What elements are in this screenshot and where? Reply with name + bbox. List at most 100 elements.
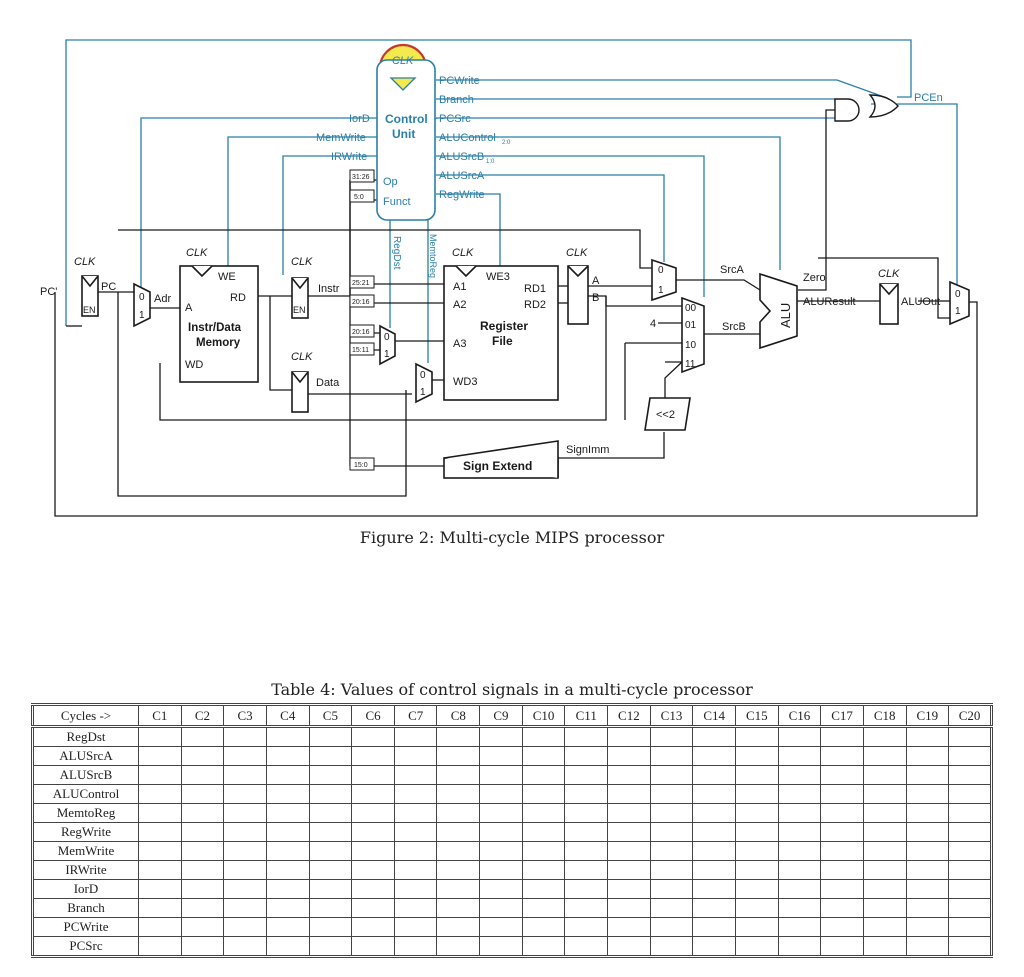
table-cell[interactable] (223, 765, 267, 785)
table-cell[interactable] (521, 879, 566, 899)
table-cell[interactable] (479, 822, 523, 842)
table-cell[interactable] (521, 765, 566, 785)
table-cell[interactable] (223, 898, 267, 918)
table-cell[interactable] (436, 898, 481, 918)
table-cell[interactable] (351, 879, 395, 899)
table-cell[interactable] (862, 936, 907, 958)
table-cell[interactable] (351, 917, 395, 937)
table-cell[interactable] (564, 879, 609, 899)
table-cell[interactable] (138, 860, 182, 880)
table-cell[interactable] (820, 765, 864, 785)
table-cell[interactable] (692, 917, 736, 937)
table-cell[interactable] (777, 765, 822, 785)
table-cell[interactable] (138, 898, 182, 918)
table-cell[interactable] (649, 841, 694, 861)
table-cell[interactable] (607, 822, 651, 842)
table-cell[interactable] (607, 860, 651, 880)
table-cell[interactable] (521, 917, 566, 937)
table-cell[interactable] (180, 784, 225, 804)
table-cell[interactable] (308, 784, 353, 804)
table-cell[interactable] (564, 803, 609, 823)
table-cell[interactable] (564, 841, 609, 861)
table-cell[interactable] (223, 726, 267, 747)
table-cell[interactable] (905, 898, 950, 918)
table-cell[interactable] (436, 803, 481, 823)
table-cell[interactable] (436, 784, 481, 804)
table-cell[interactable] (862, 898, 907, 918)
table-cell[interactable] (265, 784, 310, 804)
table-cell[interactable] (351, 726, 395, 747)
table-cell[interactable] (692, 822, 736, 842)
table-cell[interactable] (265, 765, 310, 785)
table-cell[interactable] (734, 784, 779, 804)
table-cell[interactable] (223, 917, 267, 937)
table-cell[interactable] (521, 860, 566, 880)
table-cell[interactable] (820, 746, 864, 766)
table-cell[interactable] (862, 841, 907, 861)
table-cell[interactable] (948, 746, 992, 766)
table-cell[interactable] (436, 765, 481, 785)
table-cell[interactable] (265, 879, 310, 899)
table-cell[interactable] (393, 917, 438, 937)
table-cell[interactable] (607, 765, 651, 785)
table-cell[interactable] (351, 822, 395, 842)
table-cell[interactable] (436, 726, 481, 747)
table-cell[interactable] (138, 726, 182, 747)
table-cell[interactable] (692, 784, 736, 804)
table-cell[interactable] (138, 917, 182, 937)
table-cell[interactable] (393, 822, 438, 842)
table-cell[interactable] (436, 841, 481, 861)
table-cell[interactable] (862, 917, 907, 937)
table-cell[interactable] (607, 726, 651, 747)
table-cell[interactable] (564, 822, 609, 842)
table-cell[interactable] (180, 898, 225, 918)
table-cell[interactable] (692, 860, 736, 880)
table-cell[interactable] (265, 803, 310, 823)
table-cell[interactable] (905, 879, 950, 899)
table-cell[interactable] (479, 746, 523, 766)
table-cell[interactable] (649, 898, 694, 918)
table-cell[interactable] (223, 879, 267, 899)
table-cell[interactable] (521, 898, 566, 918)
table-cell[interactable] (138, 784, 182, 804)
table-cell[interactable] (180, 803, 225, 823)
table-cell[interactable] (948, 936, 992, 958)
table-cell[interactable] (607, 784, 651, 804)
table-cell[interactable] (777, 898, 822, 918)
table-cell[interactable] (692, 746, 736, 766)
table-cell[interactable] (820, 860, 864, 880)
table-cell[interactable] (223, 860, 267, 880)
table-cell[interactable] (607, 936, 651, 958)
table-cell[interactable] (820, 936, 864, 958)
table-cell[interactable] (820, 841, 864, 861)
table-cell[interactable] (820, 898, 864, 918)
table-cell[interactable] (436, 860, 481, 880)
table-cell[interactable] (948, 898, 992, 918)
table-cell[interactable] (692, 936, 736, 958)
table-cell[interactable] (564, 917, 609, 937)
table-cell[interactable] (820, 879, 864, 899)
table-cell[interactable] (734, 898, 779, 918)
table-cell[interactable] (479, 879, 523, 899)
table-cell[interactable] (521, 936, 566, 958)
table-cell[interactable] (649, 726, 694, 747)
table-cell[interactable] (265, 746, 310, 766)
table-cell[interactable] (564, 898, 609, 918)
table-cell[interactable] (905, 784, 950, 804)
table-cell[interactable] (862, 860, 907, 880)
table-cell[interactable] (351, 841, 395, 861)
table-cell[interactable] (862, 726, 907, 747)
table-cell[interactable] (180, 936, 225, 958)
table-cell[interactable] (734, 803, 779, 823)
table-cell[interactable] (393, 726, 438, 747)
table-cell[interactable] (265, 917, 310, 937)
table-cell[interactable] (948, 726, 992, 747)
table-cell[interactable] (820, 726, 864, 747)
table-cell[interactable] (948, 784, 992, 804)
table-cell[interactable] (905, 860, 950, 880)
table-cell[interactable] (180, 917, 225, 937)
table-cell[interactable] (649, 936, 694, 958)
table-cell[interactable] (905, 822, 950, 842)
table-cell[interactable] (521, 803, 566, 823)
table-cell[interactable] (138, 822, 182, 842)
